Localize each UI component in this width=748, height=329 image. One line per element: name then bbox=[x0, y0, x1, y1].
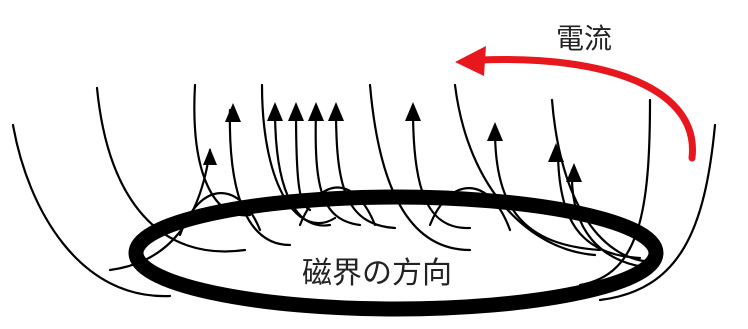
field-line bbox=[11, 123, 172, 298]
arrowhead bbox=[288, 102, 304, 121]
field-arrowheads bbox=[203, 102, 582, 182]
field-line bbox=[95, 86, 247, 253]
arrowhead bbox=[487, 122, 503, 141]
field-line bbox=[193, 83, 252, 217]
arrowhead bbox=[328, 102, 344, 121]
field-line bbox=[493, 128, 602, 252]
field-line bbox=[334, 108, 397, 230]
arrowhead bbox=[203, 148, 217, 165]
field-direction-label: 磁界の方向 bbox=[302, 256, 452, 291]
field-line bbox=[368, 83, 472, 252]
field-line bbox=[411, 108, 472, 230]
arrowhead bbox=[308, 102, 324, 121]
arrowhead bbox=[267, 102, 283, 121]
field-line bbox=[108, 148, 212, 272]
arrowhead bbox=[548, 143, 564, 162]
field-line bbox=[598, 123, 717, 302]
arrowhead bbox=[405, 102, 421, 121]
field-line bbox=[570, 168, 652, 270]
current-ring bbox=[128, 189, 664, 317]
current-arrowhead bbox=[455, 46, 486, 76]
field-line bbox=[428, 187, 512, 232]
field-line bbox=[298, 186, 377, 227]
arrowhead bbox=[225, 103, 241, 122]
arrowhead bbox=[566, 163, 582, 182]
current-label: 電流 bbox=[556, 22, 612, 55]
field-line bbox=[556, 148, 642, 260]
field-line bbox=[294, 108, 312, 212]
current-arrow bbox=[455, 46, 696, 162]
